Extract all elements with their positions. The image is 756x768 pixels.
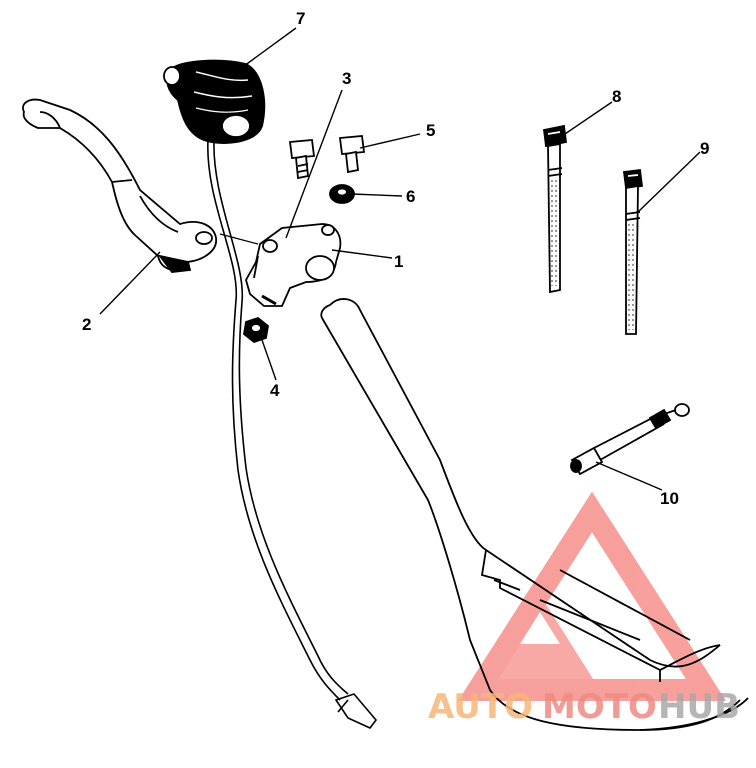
washer-6 — [329, 184, 355, 204]
cable-tie-8 — [543, 124, 567, 294]
watermark-hub: HUB — [658, 687, 740, 727]
clutch-lever — [22, 98, 217, 273]
callout-2: 2 — [82, 315, 91, 334]
leader-2 — [99, 251, 161, 315]
leader-3 — [285, 89, 343, 239]
watermark-text: AUTO MOTO HUB — [428, 687, 740, 727]
callout-1: 1 — [394, 252, 403, 271]
callout-10: 10 — [660, 489, 679, 508]
callout-9: 9 — [700, 139, 709, 158]
callout-6: 6 — [406, 187, 415, 206]
bolt-5 — [338, 135, 366, 174]
leader-1 — [331, 249, 393, 259]
bolt-3 — [288, 139, 316, 180]
cable-tie-9 — [622, 168, 644, 335]
leader-6 — [351, 193, 403, 197]
callout-8: 8 — [612, 87, 621, 106]
watermark-auto: AUTO — [428, 687, 533, 727]
callout-4: 4 — [270, 381, 280, 400]
leader-7 — [243, 27, 297, 67]
leader-lines — [99, 27, 701, 491]
callout-5: 5 — [426, 121, 435, 140]
leader-10 — [595, 461, 663, 491]
callout-labels: 1 2 3 4 5 6 7 8 9 10 — [82, 9, 709, 508]
callout-7: 7 — [296, 9, 305, 28]
lever-holder — [219, 223, 342, 307]
leader-5 — [359, 133, 421, 149]
clutch-cable — [207, 139, 378, 729]
handlebar — [320, 298, 749, 731]
callout-3: 3 — [342, 69, 351, 88]
leader-8 — [561, 101, 613, 137]
leader-9 — [637, 151, 701, 213]
nut-4 — [243, 316, 269, 344]
switch-10 — [570, 403, 690, 476]
watermark-moto: MOTO — [542, 687, 657, 727]
watermark-logo — [457, 491, 727, 701]
cable-cover — [163, 59, 266, 144]
leader-4 — [261, 339, 277, 381]
